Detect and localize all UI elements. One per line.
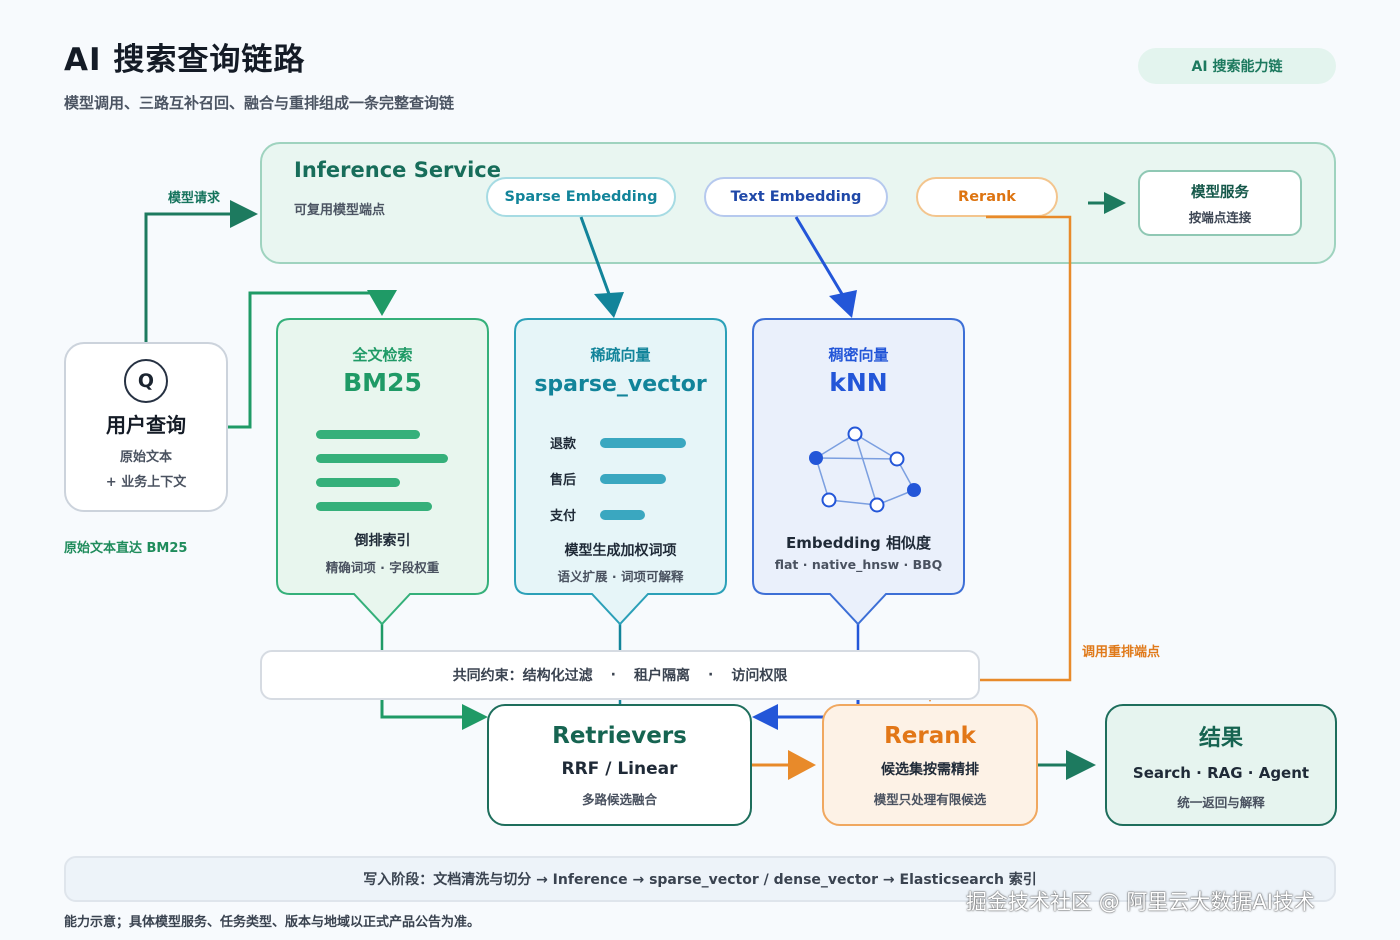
text-embedding-arrowhead	[829, 290, 857, 318]
shared-constraints-bar: 共同约束：结构化过滤 · 租户隔离 · 访问权限	[260, 650, 980, 700]
disclaimer-text: 能力示意；具体模型服务、任务类型、版本与地域以正式产品公告为准。	[64, 915, 481, 930]
bm25-to-retrievers-arrowhead	[462, 704, 488, 730]
sparse-embedding-arrowhead	[594, 292, 624, 318]
vector-node	[907, 483, 921, 497]
knn-name: kNN	[829, 368, 888, 397]
bm25-card-shape	[276, 318, 489, 626]
model-request-arrowhead	[230, 200, 258, 228]
result-box: 结果 Search · RAG · Agent 统一返回与解释	[1105, 704, 1337, 826]
bm25-bottom1: 倒排索引	[354, 533, 411, 549]
sparse-weight-bar	[600, 474, 666, 484]
retrievers-to-rerank-arrowhead	[788, 750, 816, 780]
inference-service-title: Inference Service	[294, 158, 501, 182]
result-desc: 统一返回与解释	[1177, 794, 1265, 810]
rerank-desc: 模型只处理有限候选	[873, 791, 987, 807]
knn-card: 稠密向量 kNN Embedding 相似度 flat · native_hns…	[752, 318, 965, 648]
rerank-pill: Rerank	[916, 177, 1058, 217]
bm25-to-retrievers-arrow	[380, 700, 464, 719]
bm25-line-3	[316, 478, 400, 487]
sparse-term: 售后	[550, 473, 577, 488]
user-query-title: 用户查询	[106, 412, 186, 437]
sparse-embedding-arrow	[579, 216, 611, 295]
result-subtitle: Search · RAG · Agent	[1132, 763, 1310, 782]
retrievers-subtitle: RRF / Linear	[561, 758, 678, 779]
bm25-name: BM25	[343, 368, 422, 397]
constraint-tenant: 租户隔离	[634, 668, 690, 684]
vector-node	[821, 492, 837, 508]
vector-node	[889, 451, 905, 467]
model-request-label: 模型请求	[168, 191, 221, 206]
sparse-embedding-pill: Sparse Embedding	[486, 177, 676, 217]
bm25-route-arrowhead	[367, 290, 397, 316]
bm25-category: 全文检索	[352, 346, 413, 364]
knn-bottom1: Embedding 相似度	[785, 534, 932, 552]
sparse-bottom2: 语义扩展 · 词项可解释	[557, 569, 684, 584]
result-title: 结果	[1198, 725, 1243, 751]
bm25-line-2	[316, 454, 448, 463]
constraint-separator: ·	[708, 667, 714, 683]
rerank-endpoint-label: 调用重排端点	[1082, 645, 1161, 660]
rerank-to-result-arrowhead	[1066, 750, 1096, 780]
retrievers-title: Retrievers	[552, 722, 687, 749]
query-icon: Q	[124, 358, 168, 403]
retrievers-box: Retrievers RRF / Linear 多路候选融合	[487, 704, 752, 826]
watermark: 掘金技术社区 @ 阿里云大数据AI技术	[966, 890, 1315, 914]
sparse-card-shape	[514, 318, 727, 626]
text-embedding-arrow	[794, 216, 844, 295]
constraint-access: 访问权限	[731, 668, 788, 684]
constraint-separator: ·	[610, 667, 616, 683]
knn-card-shape	[752, 318, 965, 626]
knn-category: 稠密向量	[828, 346, 889, 364]
text-embedding-pill: Text Embedding	[704, 177, 888, 217]
write-stage-bar: 写入阶段：文档清洗与切分 → Inference → sparse_vector…	[64, 856, 1336, 902]
page-title: AI 搜索查询链路	[64, 42, 306, 78]
user-query-line1: 原始文本	[119, 449, 172, 465]
sparse-name: sparse_vector	[534, 372, 707, 397]
user-query-details: 原始文本 + 业务上下文	[106, 446, 186, 495]
user-query-box: Q 用户查询 原始文本 + 业务上下文	[64, 342, 228, 512]
rerank-subtitle: 候选集按需精排	[881, 761, 979, 778]
model-service-box: 模型服务 按端点连接	[1138, 170, 1302, 236]
sparse-weight-bar	[600, 510, 645, 520]
sparse-term: 支付	[550, 509, 577, 524]
knn-to-retrievers-arrowhead	[752, 704, 778, 730]
vector-node	[869, 497, 885, 513]
sparse-vector-card: 稀疏向量 sparse_vector 退款 售后 支付 模型生成加权词项 语义扩…	[514, 318, 727, 648]
rerank-box: Rerank 候选集按需精排 模型只处理有限候选	[822, 704, 1038, 826]
inference-service-subtitle: 可复用模型端点	[294, 203, 386, 218]
sparse-category: 稀疏向量	[590, 346, 651, 364]
bm25-line-4	[316, 502, 432, 511]
model-request-arrow	[144, 212, 236, 342]
knn-bottom2: flat · native_hnsw · BBQ	[774, 557, 943, 572]
page-subtitle: 模型调用、三路互补召回、融合与重排组成一条完整查询链	[64, 94, 455, 112]
rerank-title: Rerank	[884, 722, 976, 749]
sparse-bottom1: 模型生成加权词项	[564, 543, 677, 559]
model-service-subtitle: 按端点连接	[1188, 209, 1252, 225]
bm25-card: 全文检索 BM25 倒排索引 精确词项 · 字段权重	[276, 318, 489, 648]
retrievers-desc: 多路候选融合	[581, 791, 657, 807]
constraint-filter: 共同约束：结构化过滤	[452, 668, 593, 684]
model-service-title: 模型服务	[1191, 184, 1249, 201]
bm25-bottom2: 精确词项 · 字段权重	[325, 560, 440, 575]
sparse-term: 退款	[550, 437, 577, 452]
inference-to-model-arrowhead	[1104, 192, 1126, 214]
rerank-endpoint-line	[930, 215, 1072, 682]
vector-node	[847, 426, 863, 442]
sparse-weight-bar	[600, 438, 686, 448]
bm25-direct-label: 原始文本直达 BM25	[64, 541, 188, 556]
user-query-line2: + 业务上下文	[105, 474, 187, 490]
bm25-line-1	[316, 430, 420, 439]
capability-badge: AI 搜索能力链	[1138, 48, 1336, 84]
vector-node	[809, 451, 823, 465]
